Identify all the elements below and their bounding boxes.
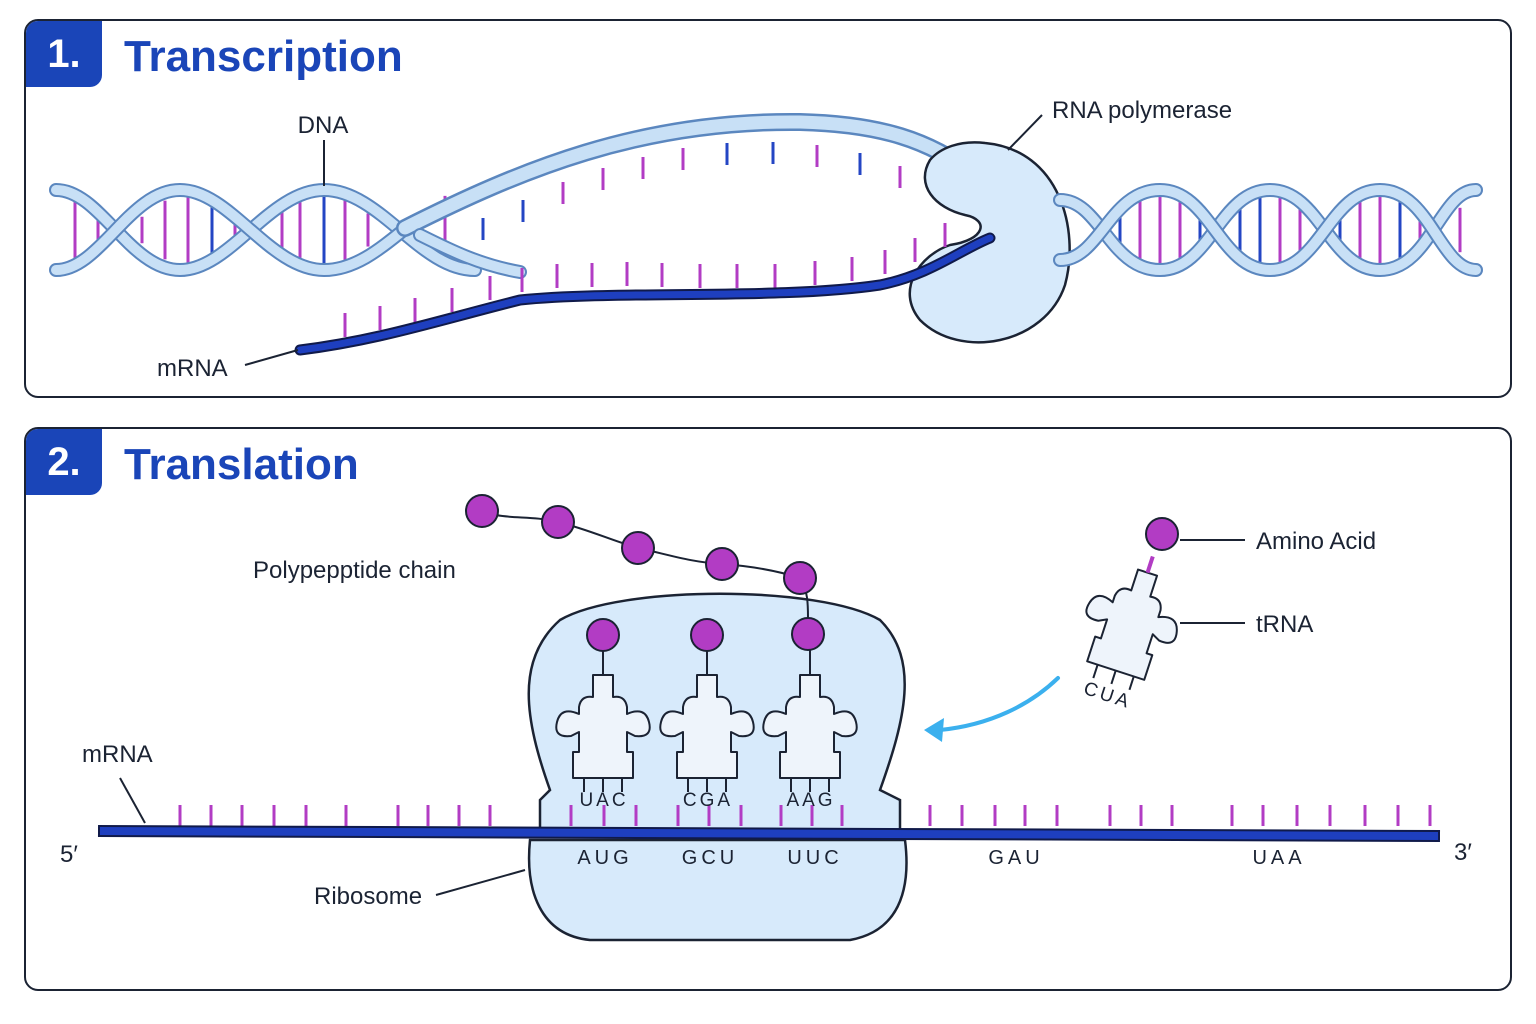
codon: GCU <box>682 847 738 869</box>
dna-label: DNA <box>298 112 349 139</box>
panel-number-badge: 2. <box>26 429 102 495</box>
amino-acid-circle <box>1145 517 1179 551</box>
codon: UAA <box>1252 847 1305 869</box>
dna-bubble <box>396 112 984 279</box>
ribosome-label: Ribosome <box>314 883 422 910</box>
polypeptide-label: Polypepptide chain <box>253 557 456 584</box>
incoming-anticodon: CUA <box>1081 678 1134 713</box>
mrna-bases <box>178 805 1432 826</box>
five-prime-label: 5′ <box>60 841 78 868</box>
mrna-leader-line <box>119 777 146 824</box>
amino-acid-circle <box>791 617 825 651</box>
incoming-trna: CUA <box>1070 555 1193 713</box>
panel-title: Transcription <box>124 32 403 81</box>
anticodon: CGA <box>683 790 733 811</box>
anticodon: AAG <box>786 790 835 811</box>
mrna-label-translation: mRNA <box>82 741 153 768</box>
mrna-transcript <box>294 223 996 356</box>
ribosome-small-subunit <box>527 838 908 942</box>
codon: UUC <box>787 847 842 869</box>
trna-site-1 <box>555 618 651 792</box>
dna-right-helix <box>1053 182 1483 278</box>
panel-title: Translation <box>124 440 359 489</box>
rna-polymerase-leader-line <box>1007 114 1043 151</box>
mrna-label-transcription: mRNA <box>157 355 228 382</box>
trna-site-3 <box>762 617 858 792</box>
anticodon: UAC <box>579 790 628 811</box>
three-prime-label: 3′ <box>1454 839 1472 866</box>
polypeptide-chain <box>465 494 817 619</box>
mrna-leader-line <box>244 349 299 366</box>
rna-polymerase-label: RNA polymerase <box>1052 97 1232 124</box>
trna-label: tRNA <box>1256 611 1313 638</box>
trna-site-2 <box>659 618 755 792</box>
amino-acid-circle <box>586 618 620 652</box>
codon: AUG <box>577 847 632 869</box>
incoming-arrow <box>924 676 1060 742</box>
panel-number-badge: 1. <box>26 21 102 87</box>
amino-acid-circle <box>690 618 724 652</box>
amino-acid-label: Amino Acid <box>1256 528 1376 555</box>
codon: GAU <box>988 847 1043 869</box>
ribosome-leader-line <box>435 869 526 896</box>
